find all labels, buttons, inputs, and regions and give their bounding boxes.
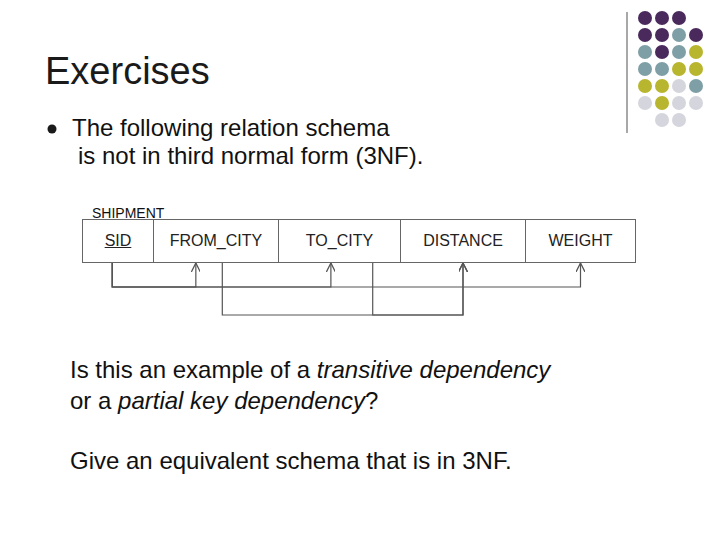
attribute-cell: WEIGHT — [525, 219, 636, 263]
slide-title: Exercises — [45, 50, 210, 93]
attribute-name: WEIGHT — [549, 232, 613, 250]
task-text: Give an equivalent schema that is in 3NF… — [70, 447, 512, 475]
attribute-name: FROM_CITY — [170, 232, 262, 250]
attribute-name: SID — [105, 232, 132, 250]
question-term: partial key dependency — [118, 387, 365, 414]
attribute-name: DISTANCE — [423, 232, 503, 250]
attribute-name: TO_CITY — [306, 232, 373, 250]
question-text: Is this an example of a — [70, 356, 310, 383]
bullet-block: The following relation schema is not in … — [72, 114, 448, 170]
question-text: ? — [365, 387, 378, 414]
wrap-spacer — [403, 114, 448, 116]
attribute-cell: TO_CITY — [278, 219, 401, 263]
question-line: Is this an example of a transitive depend… — [70, 354, 550, 385]
dependency-arrow — [112, 263, 331, 287]
dot-grid — [638, 11, 703, 127]
question-term: transitive dependency — [317, 356, 550, 383]
bullet-dot — [48, 125, 57, 134]
dependency-arrow — [112, 263, 196, 287]
dependency-arrow — [222, 263, 463, 315]
attribute-cell: DISTANCE — [400, 219, 526, 263]
dependency-arrow — [112, 263, 580, 287]
attribute-cell: FROM_CITY — [153, 219, 279, 263]
question-text: or a — [70, 387, 111, 414]
divider-line — [626, 12, 627, 133]
dependency-arrow — [373, 263, 463, 315]
question-line: or a partial key dependency? — [70, 385, 550, 416]
question-block: Is this an example of a transitive depend… — [70, 354, 550, 416]
attribute-cell: SID — [82, 219, 154, 263]
bullet-text: The following relation schema is not in … — [72, 114, 423, 169]
